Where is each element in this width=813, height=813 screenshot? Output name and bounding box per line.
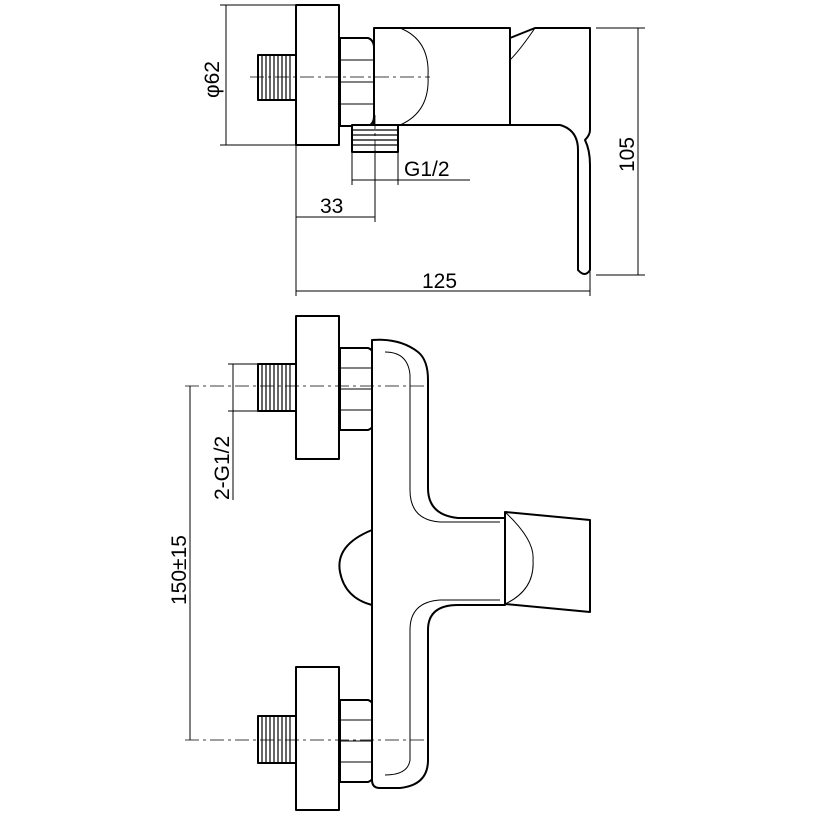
lever-handle [504,511,591,613]
top-view: φ62 G1/2 33 125 105 [201,4,645,296]
lower-inlet-thread [257,715,297,764]
top-outlet-thread [351,124,399,153]
top-lever-handle [509,27,591,275]
diameter-label: φ62 [201,61,224,98]
top-width-extensions [295,145,591,296]
top-diameter-extensions [220,4,296,146]
top-height-extensions [596,27,645,276]
top-wall-flange [295,4,340,146]
offset-label: 33 [320,195,343,218]
top-thread-label: G1/2 [404,158,450,181]
valve-body-inner [384,351,500,776]
top-hex-nut [339,37,375,127]
body-bump [338,529,373,606]
lower-hex-nut [339,699,375,783]
spacing-label: 150±15 [168,535,191,605]
top-lever-edge [509,27,536,61]
front-thread-label: 2-G1/2 [211,436,234,500]
top-inlet-thread [257,54,297,101]
width-label: 125 [422,270,457,293]
top-body-curve [399,27,429,126]
height-label: 105 [616,137,639,172]
upper-wall-flange [295,315,340,460]
valve-body [371,338,506,789]
upper-inlet-thread [257,363,297,412]
lower-wall-flange [295,666,340,811]
top-valve-body [373,27,511,126]
front-thread-dimension-line [228,363,258,500]
front-view: 150±15 2-G1/2 [168,315,591,811]
lever-handle-curve [504,511,534,605]
upper-hex-nut [339,347,375,431]
